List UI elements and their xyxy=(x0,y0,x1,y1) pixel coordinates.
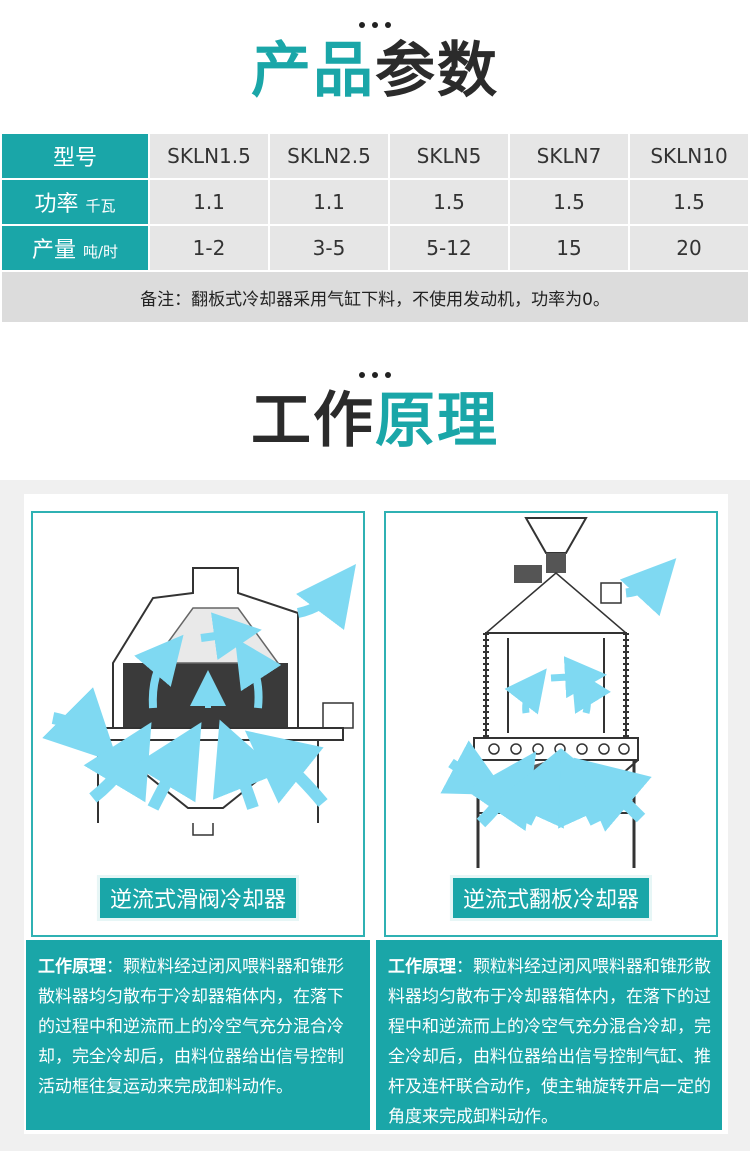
flap-cooler-diagram xyxy=(440,517,677,868)
principle-title: 工作原理 xyxy=(0,386,750,456)
model-label: 型号 xyxy=(0,132,150,180)
table-row-model: 型号 SKLN1.5 SKLN2.5 SKLN5 SKLN7 SKLN10 xyxy=(0,132,750,180)
output-cell: 5-12 xyxy=(388,224,510,272)
right-diagram-panel: 逆流式翻板冷却器 xyxy=(384,511,718,937)
principle-title-part1: 工作 xyxy=(251,386,375,456)
model-cell: SKLN1.5 xyxy=(148,132,270,180)
sliding-valve-cooler-diagram xyxy=(42,564,357,836)
left-desc-label: 工作原理 xyxy=(38,957,106,977)
model-cell: SKLN5 xyxy=(388,132,510,180)
power-cell: 1.5 xyxy=(508,178,630,226)
table-row-note: 备注：翻板式冷却器采用气缸下料，不使用发动机，功率为0。 xyxy=(0,270,750,324)
principle-title-part2: 原理 xyxy=(375,386,499,456)
params-table: 型号 SKLN1.5 SKLN2.5 SKLN5 SKLN7 SKLN10 功率… xyxy=(0,132,750,324)
power-cell: 1.1 xyxy=(268,178,390,226)
table-note: 备注：翻板式冷却器采用气缸下料，不使用发动机，功率为0。 xyxy=(0,270,750,324)
output-label-text: 产量 xyxy=(31,238,76,263)
output-cell: 1-2 xyxy=(148,224,270,272)
power-label-text: 功率 xyxy=(34,192,79,217)
model-cell: SKLN7 xyxy=(508,132,630,180)
left-diagram-panel: 逆流式滑阀冷却器 xyxy=(31,511,365,937)
left-description: 工作原理：颗粒料经过闭风喂料器和锥形散料器均匀散布于冷却器箱体内，在落下的过程中… xyxy=(26,940,370,1130)
model-cell: SKLN10 xyxy=(628,132,750,180)
params-title-part2: 参数 xyxy=(375,36,499,106)
table-row-power: 功率 千瓦 1.1 1.1 1.5 1.5 1.5 xyxy=(0,178,750,226)
power-cell: 1.5 xyxy=(628,178,750,226)
title-dots xyxy=(0,22,750,28)
power-label: 功率 千瓦 xyxy=(0,178,150,226)
power-cell: 1.5 xyxy=(388,178,510,226)
model-cell: SKLN2.5 xyxy=(268,132,390,180)
right-description: 工作原理：颗粒料经过闭风喂料器和锥形散料器均匀散布于冷却器箱体内，在落下的过程中… xyxy=(376,940,722,1130)
title-dots xyxy=(0,372,750,378)
output-label: 产量 吨/时 xyxy=(0,224,150,272)
params-title-part1: 产品 xyxy=(251,36,375,106)
right-diagram-caption: 逆流式翻板冷却器 xyxy=(449,875,653,921)
left-diagram-caption: 逆流式滑阀冷却器 xyxy=(96,875,300,921)
output-cell: 15 xyxy=(508,224,630,272)
power-cell: 1.1 xyxy=(148,178,270,226)
output-cell: 20 xyxy=(628,224,750,272)
left-desc-text: ：颗粒料经过闭风喂料器和锥形散料器均匀散布于冷却器箱体内，在落下的过程中和逆流而… xyxy=(38,957,344,1097)
right-desc-text: ：颗粒料经过闭风喂料器和锥形散料器均匀散布于冷却器箱体内，在落下的过程中和逆流而… xyxy=(388,957,711,1127)
right-desc-label: 工作原理 xyxy=(388,957,456,977)
params-title: 产品参数 xyxy=(0,36,750,106)
output-cell: 3-5 xyxy=(268,224,390,272)
power-unit: 千瓦 xyxy=(85,197,116,215)
output-unit: 吨/时 xyxy=(82,243,119,261)
table-row-output: 产量 吨/时 1-2 3-5 5-12 15 20 xyxy=(0,224,750,272)
